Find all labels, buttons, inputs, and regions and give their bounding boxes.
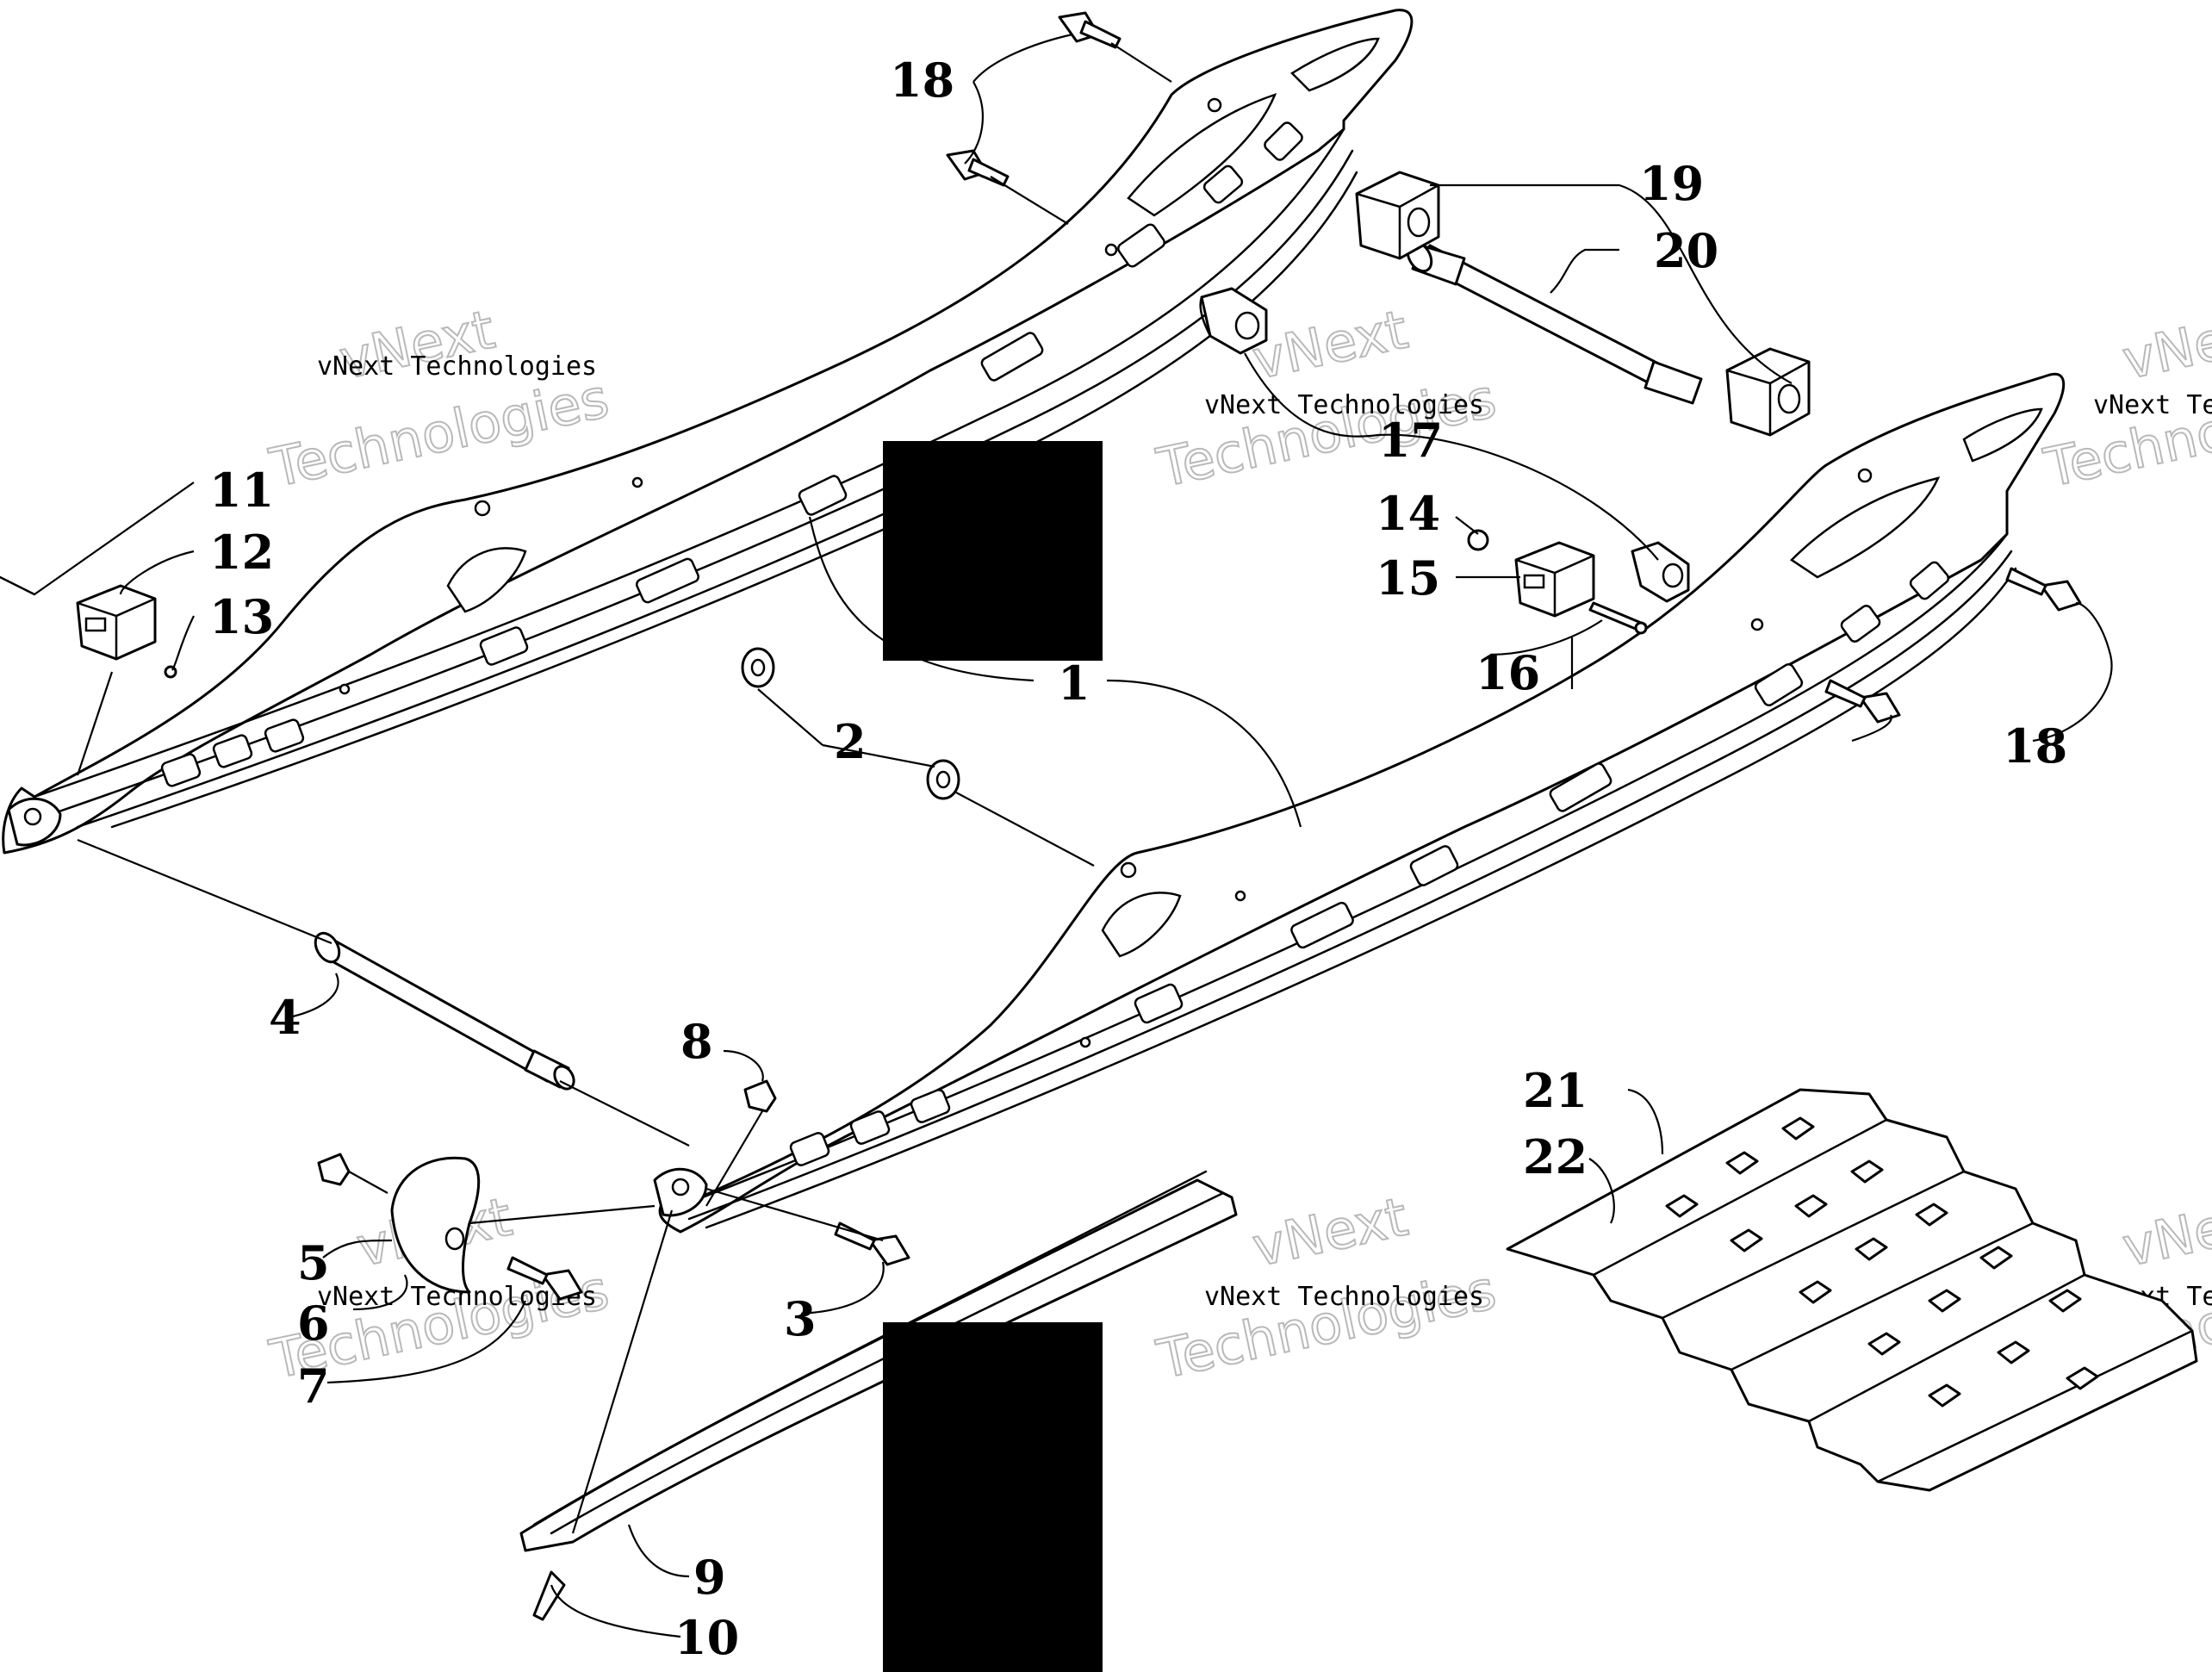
rear-axle-icon — [1406, 240, 1703, 405]
watermark-vnext: vNext — [2117, 1185, 2212, 1279]
bumper-block-15 — [1514, 541, 1595, 618]
callout-4: 4 — [269, 990, 301, 1045]
nut-8 — [743, 1079, 777, 1113]
nut-14 — [1467, 529, 1489, 551]
redaction-block-bottom — [883, 1322, 1103, 1672]
watermark-vnext: vNext — [1247, 298, 1413, 392]
callout-3: 3 — [784, 1291, 817, 1346]
front-axle-icon — [314, 931, 575, 1091]
callout-21: 21 — [1523, 1063, 1588, 1118]
bolt-7 — [506, 1256, 583, 1301]
callout-2: 2 — [834, 714, 867, 769]
callout-6: 6 — [297, 1296, 330, 1351]
track-lugs — [1665, 1116, 2099, 1408]
callout-labels: 18 19 20 17 14 15 16 18 11 12 13 1 2 4 8… — [209, 53, 2067, 1665]
callout-13: 13 — [209, 589, 274, 644]
bolt-18d — [1824, 679, 1901, 724]
watermark-group-3: vNext Techno vNext Tec — [2038, 297, 2212, 500]
watermark-group-2: vNext Technologies vNext Technologies — [1151, 297, 1502, 500]
watermark-technologies: Technologies — [1152, 1258, 1501, 1390]
slide-rail-right-icon — [653, 372, 2066, 1234]
watermark-group-1: vNext Technologies vNext Technologies — [264, 297, 615, 500]
callout-15: 15 — [1376, 550, 1440, 606]
redaction-block-top — [883, 441, 1103, 661]
rail-wear-strip-icon — [519, 1170, 1238, 1552]
bolt-18a — [1058, 11, 1122, 49]
watermark-vnext: vNext — [2117, 298, 2212, 392]
bumper-block-19a — [1355, 171, 1440, 260]
bushing-top — [1199, 287, 1268, 355]
callout-20: 20 — [1654, 223, 1718, 278]
track-section-icon — [1506, 1088, 2198, 1492]
callout-17: 17 — [1378, 413, 1443, 468]
bumper-block-19b — [1725, 347, 1811, 437]
callout-18a: 18 — [890, 53, 954, 108]
callout-7: 7 — [297, 1358, 330, 1414]
bolt-16 — [1588, 601, 1648, 635]
watermark-text: vNext Technologies — [1204, 390, 1484, 420]
washer-2b — [926, 759, 960, 800]
bumper-block-12 — [76, 584, 157, 661]
callout-1: 1 — [1058, 656, 1090, 711]
callout-8: 8 — [680, 1014, 713, 1069]
callout-11: 11 — [209, 463, 274, 518]
idler-wheel-icon — [390, 1156, 481, 1294]
callout-18b: 18 — [2003, 718, 2067, 774]
callout-22: 22 — [1523, 1129, 1588, 1184]
bushing-17 — [1631, 541, 1690, 603]
slide-rail-left-icon — [2, 9, 1414, 855]
pin-11 — [0, 575, 36, 596]
screw-10 — [532, 1570, 566, 1621]
rail-cutouts — [160, 37, 1380, 787]
watermark-text: vNext Technologies — [317, 351, 597, 382]
rail-cutouts — [789, 407, 2043, 1166]
callout-14: 14 — [1376, 486, 1440, 541]
leader-lines — [34, 33, 2113, 1638]
callout-10: 10 — [674, 1610, 739, 1665]
callout-19: 19 — [1639, 156, 1704, 211]
bolt-18b — [946, 149, 1010, 187]
nut-5 — [317, 1153, 351, 1186]
watermark-text: vNext Technologies — [1204, 1282, 1484, 1312]
callout-5: 5 — [297, 1235, 330, 1290]
callout-12: 12 — [209, 525, 274, 580]
callout-16: 16 — [1476, 645, 1540, 700]
watermark-text: vNext Tec — [2093, 390, 2212, 420]
watermark-technologies: Technologies — [1152, 366, 1501, 499]
bolt-18c — [2005, 567, 2082, 612]
washer-2a — [741, 647, 775, 688]
watermark-vnext: vNext — [1247, 1185, 1413, 1279]
callout-9: 9 — [693, 1550, 726, 1605]
